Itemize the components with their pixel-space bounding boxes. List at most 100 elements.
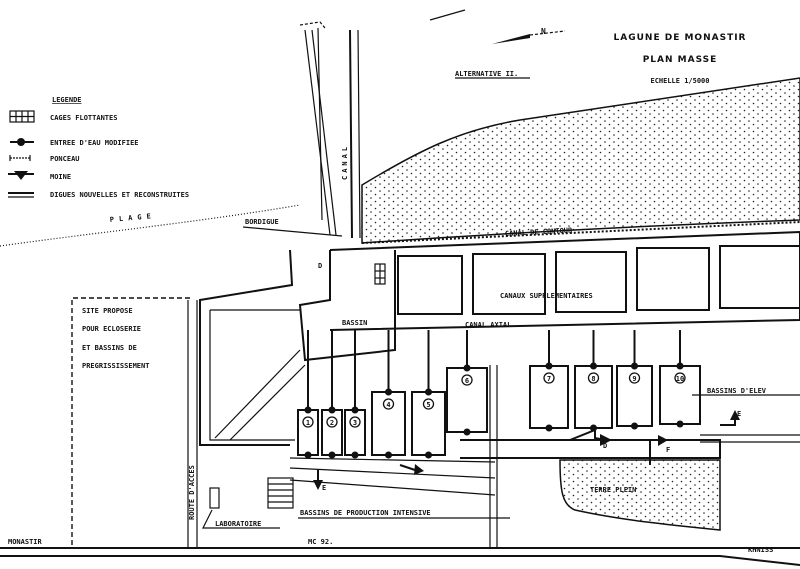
basin-number: 1 — [306, 419, 310, 427]
f-label: F — [666, 446, 670, 454]
basin-number: 9 — [632, 375, 636, 383]
d-label: D — [603, 442, 607, 450]
water-inlet-icon — [425, 388, 432, 396]
arrow-icon — [313, 410, 740, 490]
laboratory-building — [209, 487, 220, 509]
bassin-outline — [298, 250, 396, 362]
water-inlet-icon — [351, 451, 359, 459]
basin-7: 7 — [529, 330, 569, 432]
basin-5: 5 — [411, 330, 446, 459]
canaux-supp-label: CANAUX SUPPLEMENTAIRES — [500, 292, 593, 300]
supplementary-canal-cell — [397, 255, 463, 315]
proposed-site-boundary — [71, 297, 190, 548]
laboratory-label: LABORATOIRE — [215, 520, 261, 528]
bassins-elevage-label: BASSINS D'ELEV — [707, 387, 767, 395]
site-label-line: POUR ECLOSERIE — [82, 325, 141, 333]
basin-number: 5 — [426, 401, 430, 409]
basin-10: 10 — [659, 330, 701, 428]
basin-1: 1 — [297, 330, 319, 459]
perimeter-canal — [199, 249, 294, 446]
canal-axial-label: CANAL AXIAL — [465, 321, 511, 329]
legend-item-label: DIGUES NOUVELLES ET RECONSTRUITES — [50, 191, 189, 199]
bordigue-leader — [242, 226, 343, 237]
supplementary-canal-cell — [555, 251, 627, 313]
water-inlet-icon — [676, 362, 684, 370]
laboratory-leader — [202, 509, 280, 529]
water-inlet-icon — [631, 422, 638, 430]
access-road-label: ROUTE D'ACCES — [188, 465, 196, 520]
site-label-line: PREGRISSISSEMENT — [82, 362, 149, 370]
d-label: D — [318, 262, 322, 270]
contour-dike — [361, 221, 800, 244]
basin-number: 4 — [386, 401, 390, 409]
water-inlet-icon — [10, 138, 34, 146]
basin-number: 3 — [353, 419, 357, 427]
water-inlet-icon — [425, 451, 432, 459]
site-label-line: ET BASSINS DE — [82, 344, 137, 352]
basin-9: 9 — [616, 330, 653, 430]
bordigue-label: BORDIGUE — [245, 218, 279, 226]
monastir-label: MONASTIR — [8, 538, 43, 546]
floating-cages-icon — [9, 110, 35, 123]
water-inlet-icon — [463, 364, 471, 372]
map-scale: ECHELLE 1/5000 — [650, 77, 709, 85]
legend-item-label: ENTREE D'EAU MODIFIEE — [50, 139, 139, 147]
legend-item-label: MOINE — [50, 173, 71, 181]
beach-label: PLAGE — [109, 212, 156, 224]
supplementary-canal-cell — [472, 253, 546, 315]
water-inlet-icon — [351, 406, 359, 414]
basin-6: 6 — [446, 330, 488, 436]
terre-plein-label: TERRE PLEIN — [590, 486, 636, 494]
basin-4: 4 — [371, 330, 406, 459]
water-inlet-icon — [304, 406, 312, 414]
inner-canal — [209, 309, 300, 441]
basin-number: 8 — [591, 375, 595, 383]
map-subtitle: PLAN MASSE — [643, 55, 718, 65]
water-inlet-icon — [385, 388, 392, 396]
basin-3: 3 — [344, 330, 366, 459]
canal — [299, 21, 361, 239]
basin-number: 7 — [547, 375, 551, 383]
site-label-line: SITE PROPOSE — [82, 307, 133, 315]
khniss-label: KHNISS — [748, 546, 773, 554]
floating-cages-icon — [374, 263, 386, 285]
bassin-label: BASSIN — [342, 319, 367, 327]
basin-number: 6 — [465, 377, 469, 385]
e-label: E — [322, 484, 326, 492]
water-inlet-icon — [463, 428, 471, 436]
alternative-label: ALTERNATIVE II. — [455, 70, 518, 78]
beach-line — [0, 204, 301, 247]
water-inlet-icon — [304, 451, 312, 459]
water-inlet-icon — [328, 451, 336, 459]
water-inlet-icon — [545, 362, 553, 370]
lower-drain — [460, 439, 721, 459]
e-label: E — [737, 410, 741, 418]
water-inlet-icon — [545, 424, 553, 432]
canal-contour-label: CANAL DE CONTOUR — [505, 226, 574, 238]
stairs — [267, 477, 294, 509]
supplementary-canal-cell — [636, 247, 710, 311]
water-inlet-icon — [328, 406, 336, 414]
basin-number: 10 — [676, 375, 684, 383]
drain-channel — [289, 457, 496, 496]
water-inlet-icon — [590, 362, 597, 370]
main-road — [0, 555, 800, 566]
terre-plein-area — [559, 459, 721, 531]
water-inlet-icon — [385, 451, 392, 459]
basin-2: 2 — [321, 330, 343, 459]
water-inlet-icon — [631, 362, 638, 370]
supplementary-canal-cell — [719, 245, 800, 309]
monk-sluice-icon — [8, 171, 34, 180]
legend-item-label: PONCEAU — [50, 155, 80, 163]
basin-number: 2 — [330, 419, 334, 427]
north-label: N — [541, 27, 546, 36]
north-arrow-icon — [429, 9, 566, 44]
diagonal-channel — [214, 349, 306, 441]
basin-8: 8 — [574, 330, 613, 432]
legend-heading: LEGENDE — [52, 96, 82, 104]
map-title: LAGUNE DE MONASTIR — [614, 33, 747, 43]
mc92-label: MC 92. — [308, 538, 333, 546]
culvert-icon — [9, 155, 31, 161]
dike-icon — [8, 192, 34, 198]
